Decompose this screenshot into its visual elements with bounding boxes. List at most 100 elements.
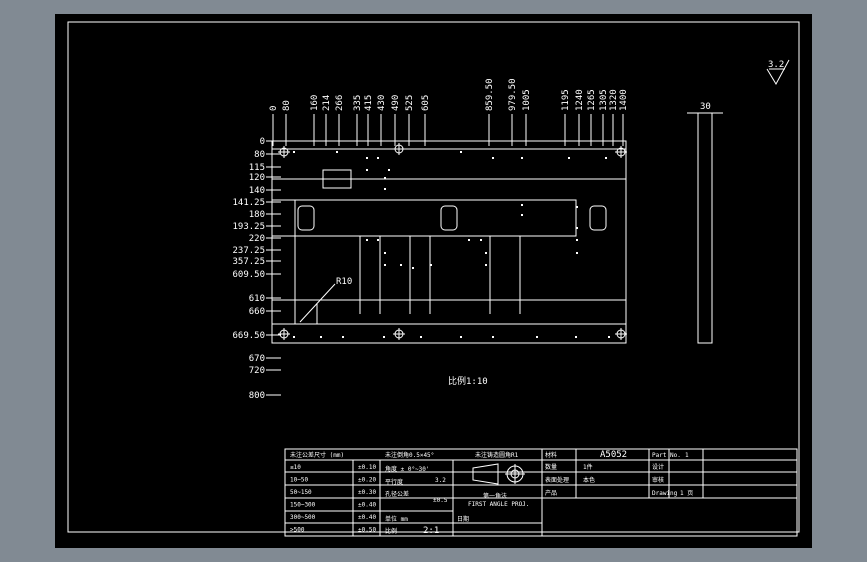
tapped-hole bbox=[400, 264, 402, 266]
tolerance-range: 300~500 bbox=[290, 514, 316, 521]
tolerance-range: 150~300 bbox=[290, 502, 316, 509]
tapped-hole bbox=[293, 151, 295, 153]
tolerance-value: ±0.40 bbox=[358, 514, 376, 521]
unit-label: 单位 mm bbox=[385, 515, 408, 523]
material-label: 材料 bbox=[545, 451, 557, 459]
tapped-hole bbox=[521, 157, 523, 159]
finish-value: 本色 bbox=[583, 476, 595, 484]
tapped-hole bbox=[536, 336, 538, 338]
projection-label: 第一角法 bbox=[483, 492, 507, 500]
left-dim-label: 141.25 bbox=[232, 198, 265, 208]
left-dim-label: 120 bbox=[249, 173, 265, 183]
tapped-hole bbox=[412, 267, 414, 269]
part-no-label: Part No. bbox=[652, 452, 681, 459]
top-dim-label: 525 bbox=[405, 95, 415, 111]
tapped-hole bbox=[342, 336, 344, 338]
hole-tol-label: 孔径公差 bbox=[385, 490, 409, 498]
tolerance-range: 50~150 bbox=[290, 489, 312, 496]
tapped-hole bbox=[366, 239, 368, 241]
top-dim-label: 214 bbox=[322, 95, 332, 111]
tolerance-header-3: 未注铸造圆角R1 bbox=[475, 451, 519, 459]
left-dim-label: 237.25 bbox=[232, 246, 265, 256]
left-dim-label: 357.25 bbox=[232, 257, 265, 267]
tapped-hole bbox=[576, 206, 578, 208]
scale-label: 比例 bbox=[385, 527, 397, 535]
tolerance-header-1: 未注公差尺寸 (mm) bbox=[290, 451, 344, 459]
view-scale-label: 比例1:10 bbox=[448, 375, 488, 387]
title-block-text: 未注公差尺寸 (mm)未注倒角0.5×45°未注铸造圆角R1≤10±0.1010… bbox=[290, 450, 693, 536]
left-dim-label: 609.50 bbox=[232, 270, 265, 280]
top-dim-label: 80 bbox=[282, 100, 292, 111]
top-dim-label: 1320 bbox=[609, 89, 619, 111]
checker-label: 审核 bbox=[652, 476, 664, 484]
tapped-hole bbox=[492, 336, 494, 338]
left-dim-label: 180 bbox=[249, 210, 265, 220]
tapped-hole bbox=[568, 157, 570, 159]
left-dimensions: 080115120140141.25180193.25220237.25357.… bbox=[232, 137, 281, 401]
drawing-label: Drawing bbox=[652, 490, 678, 497]
radius-callout: R10 bbox=[299, 277, 352, 323]
part-no-value: 1 bbox=[685, 452, 689, 459]
tapped-hole bbox=[388, 169, 390, 171]
parallel-label: 平行度 bbox=[385, 478, 403, 486]
tapped-hole bbox=[430, 264, 432, 266]
tapped-hole bbox=[576, 227, 578, 229]
top-dim-label: 605 bbox=[421, 95, 431, 111]
tapped-hole bbox=[384, 264, 386, 266]
plate-holes bbox=[278, 143, 627, 340]
tapped-hole bbox=[377, 157, 379, 159]
tapped-hole bbox=[383, 336, 385, 338]
tapped-hole bbox=[366, 157, 368, 159]
tolerance-range: >500 bbox=[290, 527, 305, 534]
left-dim-label: 115 bbox=[249, 163, 265, 173]
quantity-label: 数量 bbox=[545, 463, 557, 471]
left-dim-label: 0 bbox=[260, 137, 265, 147]
designer-label: 设计 bbox=[652, 463, 664, 471]
top-dim-label: 1265 bbox=[587, 89, 597, 111]
top-dim-label: 266 bbox=[335, 95, 345, 111]
finish-label: 表面处理 bbox=[545, 476, 569, 484]
top-dim-label: 1195 bbox=[561, 89, 571, 111]
tapped-hole bbox=[576, 252, 578, 254]
tolerance-value: ±0.10 bbox=[358, 464, 376, 471]
drawing-canvas: 3.2 bbox=[67, 21, 800, 537]
tapped-hole bbox=[521, 204, 523, 206]
tapped-hole bbox=[485, 252, 487, 254]
tapped-hole bbox=[485, 264, 487, 266]
top-dim-label: 160 bbox=[310, 95, 320, 111]
left-dim-label: 660 bbox=[249, 307, 265, 317]
drawing-value: 1 页 bbox=[680, 490, 693, 497]
tapped-hole bbox=[468, 239, 470, 241]
tapped-hole bbox=[608, 336, 610, 338]
tapped-hole bbox=[460, 151, 462, 153]
left-dim-label: 610 bbox=[249, 294, 265, 304]
tapped-hole bbox=[460, 336, 462, 338]
tapped-hole bbox=[384, 177, 386, 179]
hole-tol-value: ±0.5 bbox=[433, 497, 448, 504]
top-dim-label: 1400 bbox=[619, 89, 629, 111]
date-label: 日期 bbox=[457, 515, 469, 523]
side-view: 30 bbox=[687, 102, 723, 344]
drawing-sheet: 3.2 bbox=[55, 14, 812, 548]
tolerance-range: ≤10 bbox=[290, 464, 301, 471]
left-dim-label: 193.25 bbox=[232, 222, 265, 232]
projection-symbol bbox=[472, 463, 525, 485]
top-dim-label: 979.50 bbox=[508, 78, 518, 111]
tapped-hole bbox=[420, 336, 422, 338]
tolerance-value: ±0.20 bbox=[358, 477, 376, 484]
top-dim-label: 335 bbox=[353, 95, 363, 111]
tolerance-value: ±0.40 bbox=[358, 502, 376, 509]
tapped-hole bbox=[576, 239, 578, 241]
left-dim-label: 80 bbox=[254, 150, 265, 160]
tapped-hole bbox=[605, 157, 607, 159]
thickness-dim: 30 bbox=[700, 102, 711, 112]
tolerance-value: ±0.30 bbox=[358, 489, 376, 496]
tolerance-range: 10~50 bbox=[290, 477, 308, 484]
tapped-hole bbox=[366, 169, 368, 171]
top-dim-label: 1240 bbox=[575, 89, 585, 111]
angle-tolerance: 角度 ± 0°~30' bbox=[385, 465, 430, 473]
tapped-hole bbox=[492, 157, 494, 159]
roughness-symbol: 3.2 bbox=[766, 59, 790, 86]
